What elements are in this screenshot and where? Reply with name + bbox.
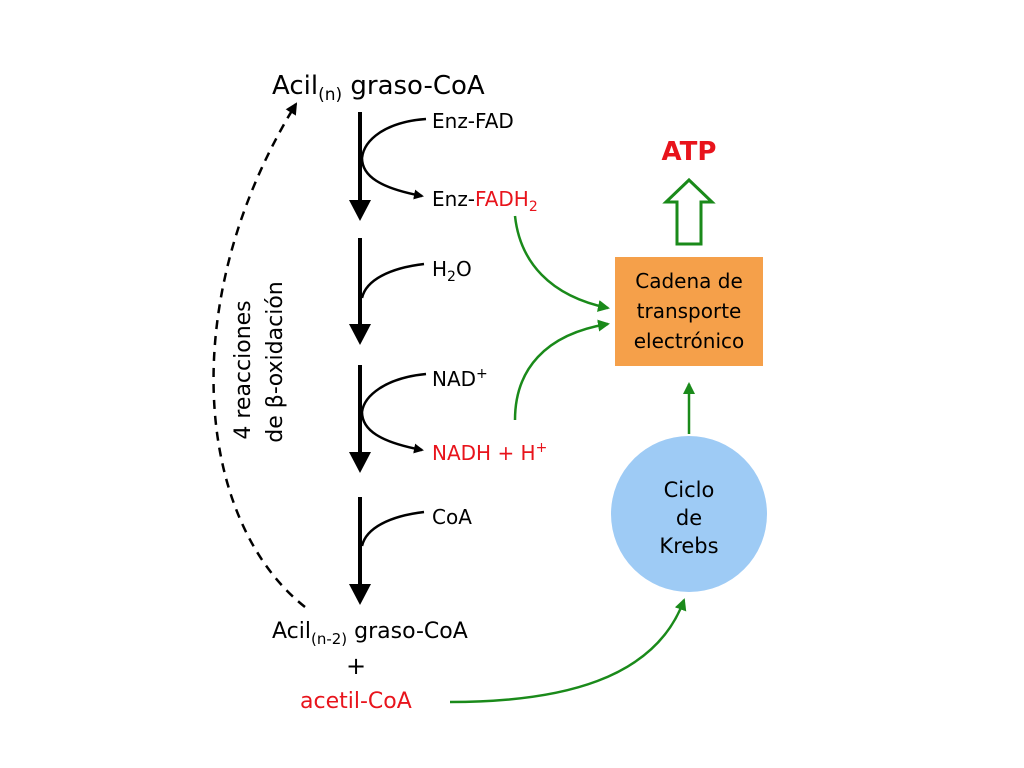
step1-input-label: Enz-FAD bbox=[432, 109, 514, 133]
step4-input-label: CoA bbox=[432, 505, 472, 529]
chain-box-line3: electrónico bbox=[634, 329, 745, 353]
step1-side-arrow bbox=[360, 117, 427, 200]
atp-hollow-arrow bbox=[662, 177, 716, 246]
krebs-line2: de bbox=[676, 506, 702, 530]
arrowhead-2 bbox=[349, 324, 371, 345]
electron-transport-chain-box bbox=[615, 257, 763, 366]
arrowhead-4 bbox=[349, 584, 371, 605]
krebs-line3: Krebs bbox=[659, 534, 718, 558]
atp-label: ATP bbox=[662, 137, 717, 167]
arrowhead-1 bbox=[349, 200, 371, 221]
step3-side-arrow bbox=[360, 372, 427, 454]
step4-side-curve bbox=[360, 510, 425, 547]
dashed-cycle-arrow bbox=[212, 102, 306, 608]
acetyl-coa-label: acetil-CoA bbox=[300, 689, 412, 714]
acetyl-to-krebs-arrow bbox=[449, 598, 687, 704]
top-substrate-label: Acil(n) graso-CoA bbox=[272, 71, 485, 105]
step3-input-label: NAD+ bbox=[432, 366, 488, 391]
step1-output-label: Enz-FADH2 bbox=[432, 187, 538, 215]
step3-output-label: NADH + H+ bbox=[432, 440, 547, 465]
arrowhead-3 bbox=[349, 452, 371, 473]
step2-side-curve bbox=[360, 262, 425, 299]
nadh-to-chain-arrow bbox=[513, 319, 610, 421]
krebs-cycle-circle bbox=[611, 436, 767, 592]
main-pathway-arrows bbox=[349, 112, 371, 605]
bottom-substrate-label: Acil(n-2) graso-CoA bbox=[272, 619, 468, 648]
fadh2-to-chain-arrow bbox=[513, 215, 610, 312]
krebs-line1: Ciclo bbox=[664, 478, 715, 502]
chain-box-line2: transporte bbox=[637, 299, 742, 323]
svg-text:4 reacciones: 4 reacciones bbox=[231, 300, 256, 439]
cycle-label: 4 reacciones de β-oxidación bbox=[231, 281, 288, 442]
step2-input-label: H2O bbox=[432, 257, 472, 285]
svg-text:de β-oxidación: de β-oxidación bbox=[263, 281, 288, 442]
chain-box-line1: Cadena de bbox=[635, 269, 743, 293]
plus-sign: + bbox=[346, 652, 366, 680]
